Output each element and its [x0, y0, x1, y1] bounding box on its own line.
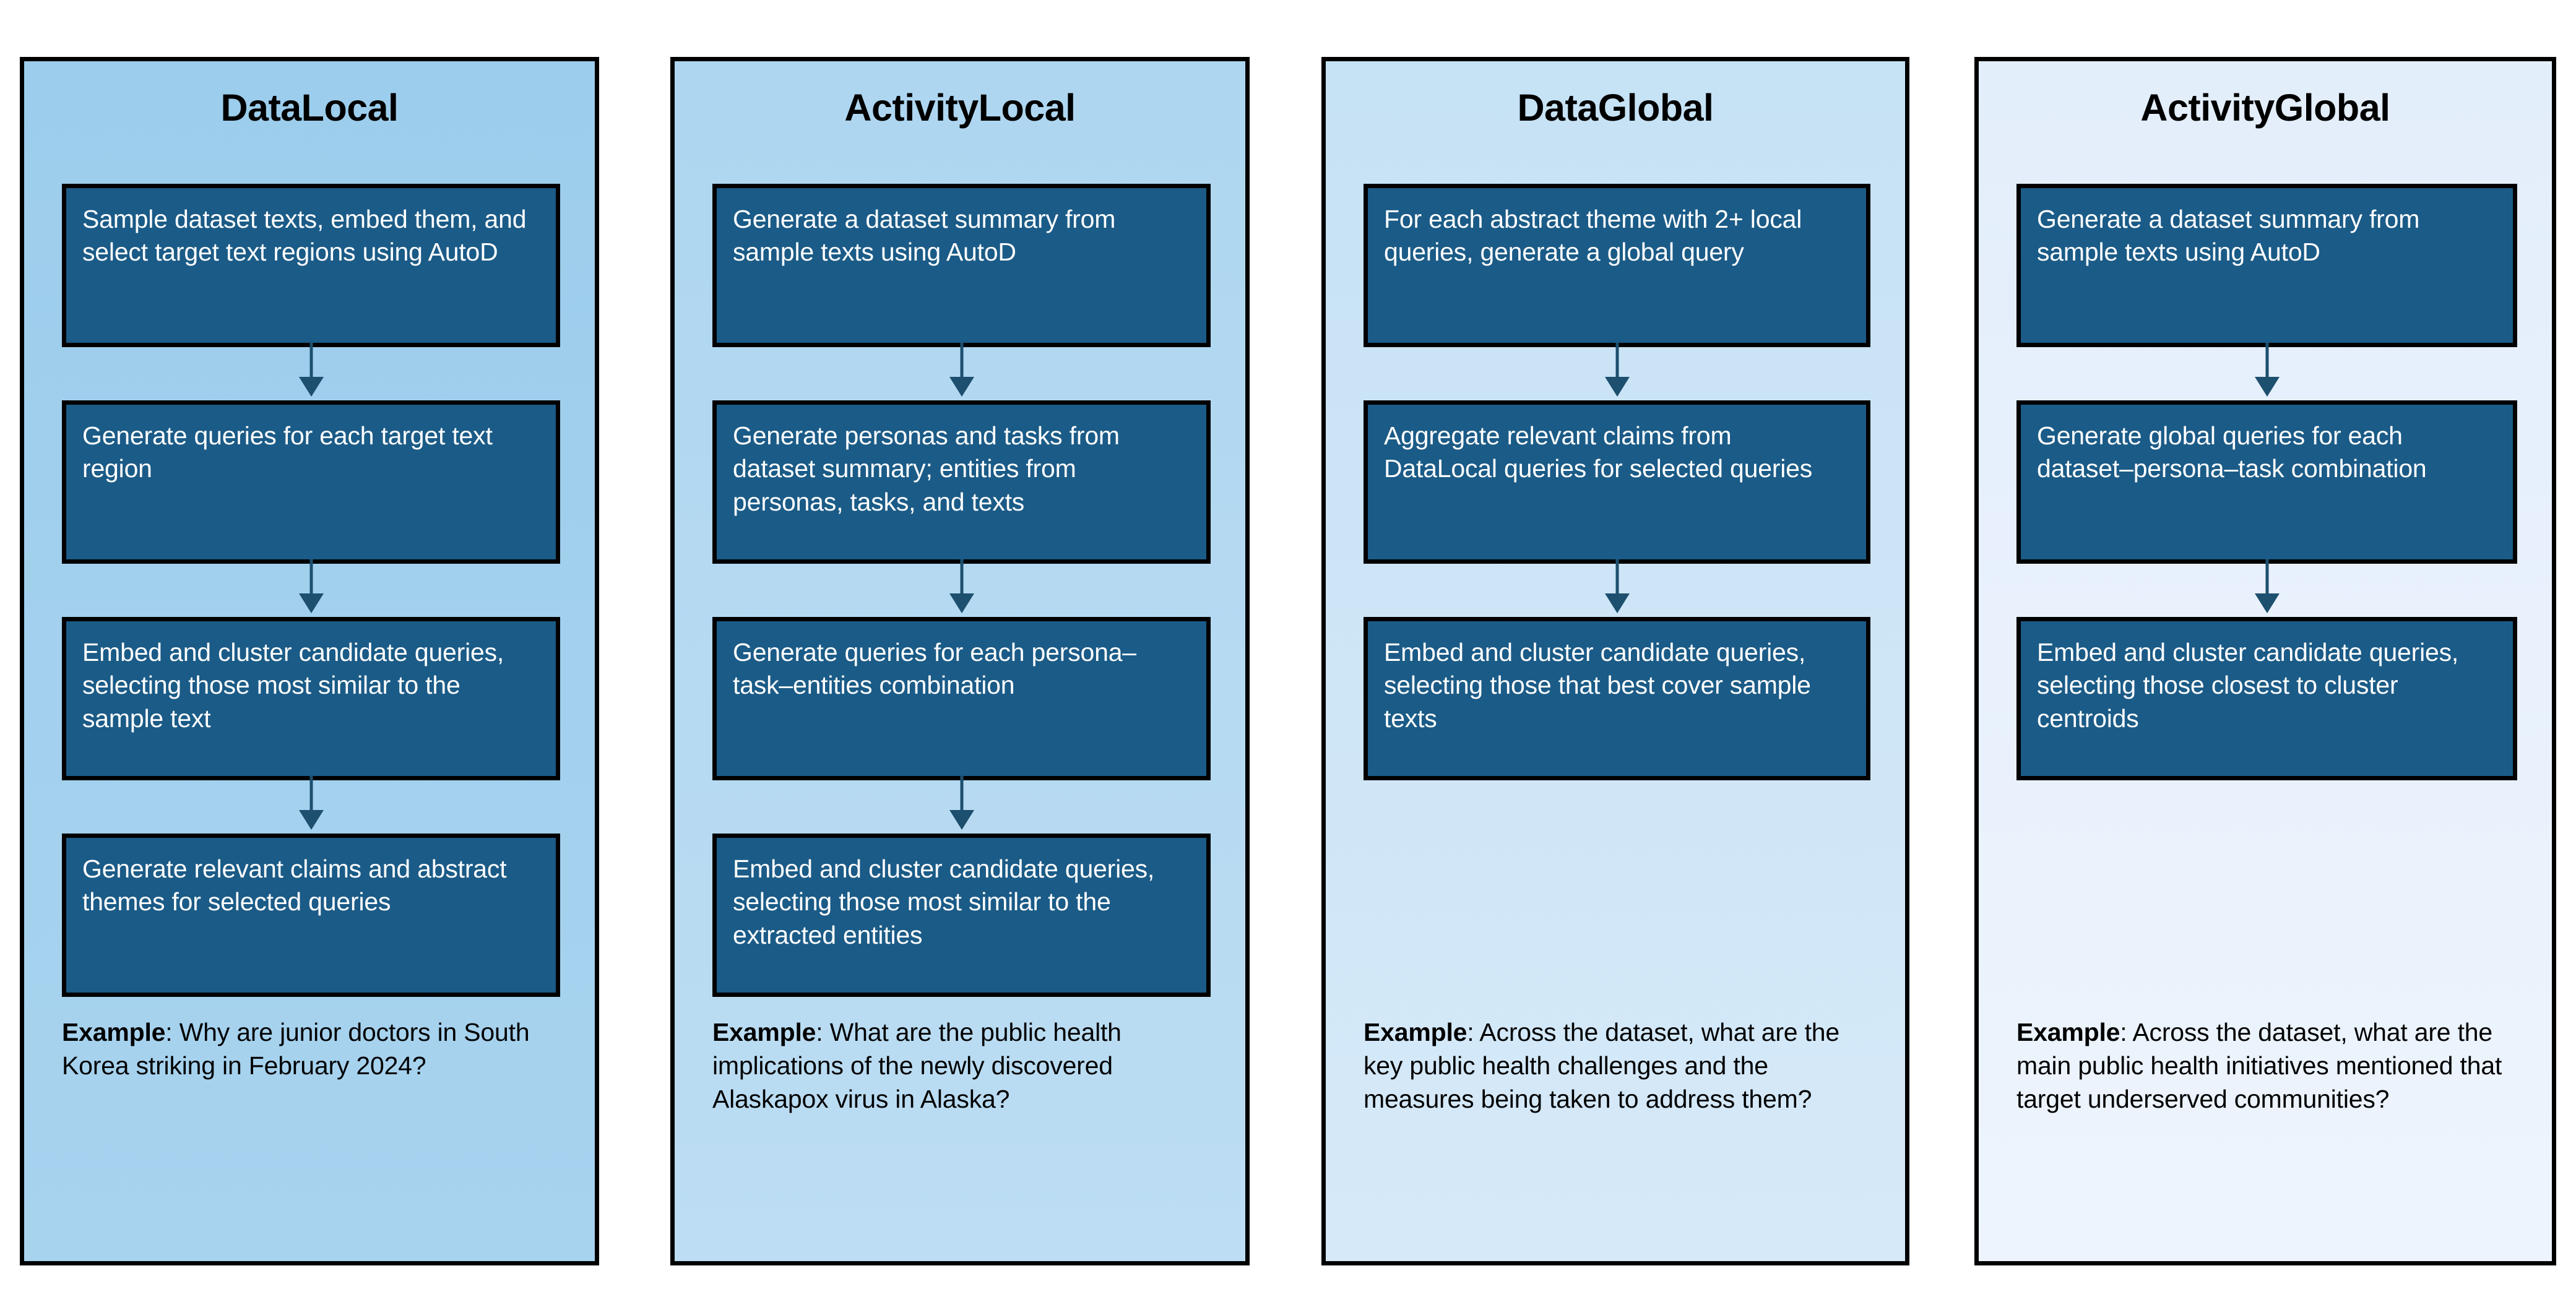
step-text: For each abstract theme with 2+ local qu… [1384, 205, 1802, 267]
panel-activityglobal: ActivityGlobal Generate a dataset summar… [1974, 57, 2556, 1265]
panel-datalocal: DataLocal Sample dataset texts, embed th… [20, 57, 599, 1265]
step-box: Generate queries for each persona–task–e… [712, 617, 1211, 830]
step-text: Generate a dataset summary from sample t… [2037, 205, 2420, 267]
example-label: Example [2016, 1018, 2120, 1046]
step-box: Embed and cluster candidate queries, sel… [1364, 617, 1870, 780]
panel-title-activitylocal: ActivityLocal [844, 87, 1076, 129]
arrow-down-icon [949, 343, 974, 397]
example-label: Example [62, 1018, 166, 1046]
example-text: : Across the dataset, what are the key p… [1364, 1018, 1839, 1114]
step-text: Aggregate relevant claims from DataLocal… [1384, 421, 1813, 483]
step-text: Generate relevant claims and abstract th… [82, 855, 507, 916]
example-text: : Why are junior doctors in South Korea … [62, 1018, 530, 1080]
example-block: Example: What are the public health impl… [712, 1015, 1217, 1116]
step-box: Generate global queries for each dataset… [2016, 400, 2517, 613]
arrow-down-icon [298, 559, 324, 613]
arrow-down-icon [949, 776, 974, 830]
step-box: Embed and cluster candidate queries, sel… [712, 834, 1211, 997]
panel-title-datalocal: DataLocal [220, 87, 399, 129]
step-text: Generate queries for each target text re… [82, 421, 493, 483]
step-box: Generate queries for each target text re… [62, 400, 560, 613]
flow-datalocal: Sample dataset texts, embed them, and se… [62, 184, 560, 997]
step-text: Generate queries for each persona–task–e… [733, 638, 1136, 700]
step-box: Sample dataset texts, embed them, and se… [62, 184, 560, 397]
step-text: Embed and cluster candidate queries, sel… [733, 855, 1155, 949]
panel-title-activityglobal: ActivityGlobal [2140, 87, 2390, 129]
example-label: Example [712, 1018, 816, 1046]
arrow-down-icon [1604, 343, 1630, 397]
example-block: Example: Why are junior doctors in South… [62, 1015, 566, 1082]
step-text: Embed and cluster candidate queries, sel… [82, 638, 504, 733]
arrow-down-icon [1604, 559, 1630, 613]
step-text: Embed and cluster candidate queries, sel… [2037, 638, 2459, 733]
step-box: Aggregate relevant claims from DataLocal… [1364, 400, 1870, 613]
step-box: For each abstract theme with 2+ local qu… [1364, 184, 1870, 397]
step-text: Embed and cluster candidate queries, sel… [1384, 638, 1811, 733]
arrow-down-icon [2254, 559, 2280, 613]
arrow-down-icon [949, 559, 974, 613]
arrow-down-icon [2254, 343, 2280, 397]
step-box: Generate personas and tasks from dataset… [712, 400, 1211, 613]
step-text: Generate personas and tasks from dataset… [733, 421, 1120, 516]
step-box: Embed and cluster candidate queries, sel… [2016, 617, 2517, 780]
example-block: Example: Across the dataset, what are th… [1364, 1015, 1877, 1116]
flow-activitylocal: Generate a dataset summary from sample t… [712, 184, 1211, 997]
panel-dataglobal: DataGlobal For each abstract theme with … [1321, 57, 1909, 1265]
step-text: Generate a dataset summary from sample t… [733, 205, 1116, 267]
step-box: Generate a dataset summary from sample t… [2016, 184, 2517, 397]
flow-activityglobal: Generate a dataset summary from sample t… [2016, 184, 2517, 780]
step-text: Sample dataset texts, embed them, and se… [82, 205, 527, 267]
panel-title-dataglobal: DataGlobal [1517, 87, 1714, 129]
example-text: : What are the public health implication… [712, 1018, 1122, 1114]
example-label: Example [1364, 1018, 1467, 1046]
arrow-down-icon [298, 343, 324, 397]
example-text: : Across the dataset, what are the main … [2016, 1018, 2502, 1114]
step-box: Generate a dataset summary from sample t… [712, 184, 1211, 397]
step-box: Generate relevant claims and abstract th… [62, 834, 560, 997]
example-block: Example: Across the dataset, what are th… [2016, 1015, 2523, 1116]
step-box: Embed and cluster candidate queries, sel… [62, 617, 560, 830]
panel-activitylocal: ActivityLocal Generate a dataset summary… [670, 57, 1250, 1265]
flow-dataglobal: For each abstract theme with 2+ local qu… [1364, 184, 1870, 780]
arrow-down-icon [298, 776, 324, 830]
step-text: Generate global queries for each dataset… [2037, 421, 2427, 483]
